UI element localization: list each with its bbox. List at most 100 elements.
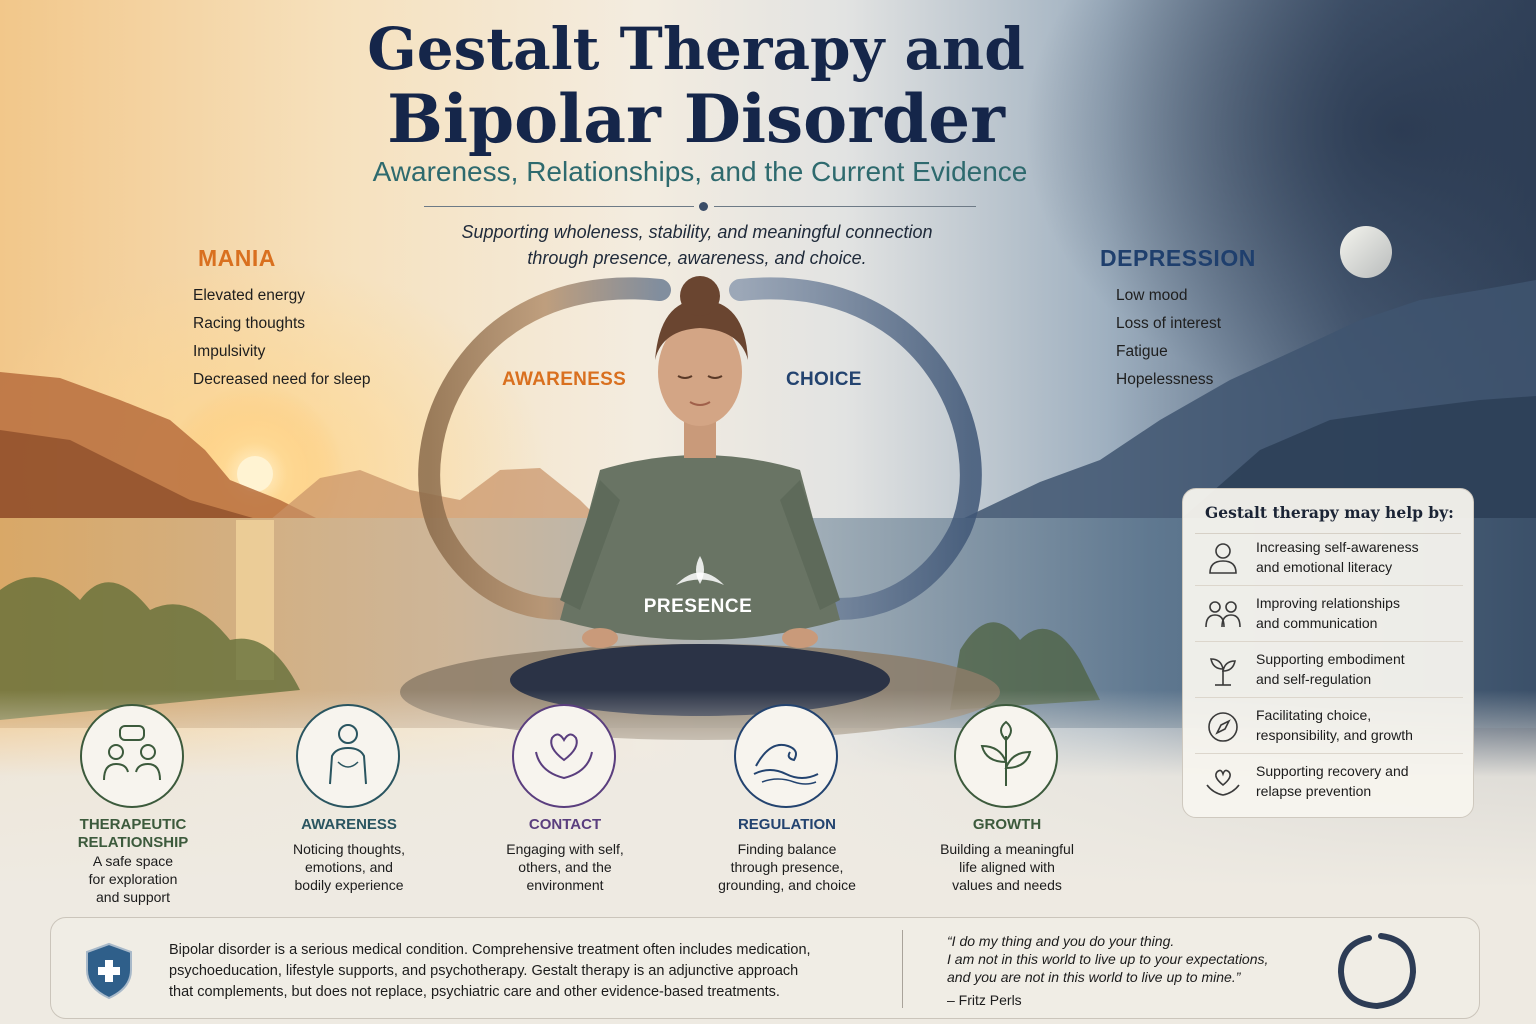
help-item-text: Facilitating choice, responsibility, and… <box>1256 705 1456 745</box>
pillar-icon-circle <box>954 704 1058 808</box>
pillar-description-line: for exploration <box>88 871 178 887</box>
help-item: Supporting recovery and relapse preventi… <box>1183 761 1475 817</box>
meditating-woman <box>510 276 890 716</box>
help-item-divider <box>1195 585 1463 586</box>
pillar-description-line: life aligned with <box>959 859 1055 875</box>
help-card: Gestalt therapy may help by: Increasing … <box>1182 488 1474 818</box>
help-item-line: and self-regulation <box>1256 671 1372 687</box>
pillar-description-line: through presence, <box>730 859 844 875</box>
mania-symptom: Racing thoughts <box>193 315 306 332</box>
sprout-icon <box>1210 658 1236 686</box>
help-item-divider <box>1195 641 1463 642</box>
help-item-line: relapse prevention <box>1256 783 1372 799</box>
left-foothills <box>0 430 260 540</box>
disclaimer-line: Bipolar disorder is a serious medical co… <box>169 942 811 958</box>
mania-heading: MANIA <box>198 245 276 271</box>
presence-label: PRESENCE <box>643 596 753 617</box>
help-item-line: and emotional literacy <box>1256 559 1393 575</box>
pillar-description: Finding balance through presence, ground… <box>687 840 887 894</box>
pillar-description-line: A safe space <box>92 853 174 869</box>
help-item-line: Supporting embodiment <box>1256 651 1405 667</box>
heart-hands-icon <box>1206 769 1240 796</box>
people-icon <box>1205 601 1241 628</box>
depression-symptom: Loss of interest <box>1116 315 1222 332</box>
pillar-description-line: bodily experience <box>294 877 404 893</box>
shield-cross-icon <box>86 942 132 1000</box>
awareness-ring-arc <box>418 277 671 620</box>
help-item-text: Supporting recovery and relapse preventi… <box>1256 761 1456 801</box>
choice-ring-arc <box>729 277 982 620</box>
help-item: Supporting embodiment and self-regulatio… <box>1183 649 1475 705</box>
help-item-line: Increasing self-awareness <box>1256 539 1419 555</box>
center-hills <box>270 468 600 520</box>
divider-left <box>424 206 694 207</box>
footer-divider <box>902 930 903 1008</box>
left-shrubs <box>0 577 300 720</box>
pillar-title: CONTACT <box>528 816 602 833</box>
help-item-divider <box>1195 753 1463 754</box>
pillar-title: GROWTH <box>972 816 1042 833</box>
compass-icon <box>1208 712 1238 742</box>
tagline-line1: Supporting wholeness, stability, and mea… <box>461 222 933 242</box>
tagline: Supporting wholeness, stability, and mea… <box>0 219 1394 271</box>
pillar-icon-circle <box>512 704 616 808</box>
pillar-description-line: and support <box>96 889 170 905</box>
pillar-description: A safe space for exploration and support <box>33 852 233 906</box>
page-subtitle: Awareness, Relationships, and the Curren… <box>372 156 1028 187</box>
depression-symptom-list: Low mood Loss of interest Fatigue Hopele… <box>1116 288 1221 400</box>
footer-card: Bipolar disorder is a serious medical co… <box>50 917 1480 1019</box>
depression-symptom: Fatigue <box>1116 343 1168 360</box>
pillar-description: Noticing thoughts, emotions, and bodily … <box>249 840 449 894</box>
disclaimer-text: Bipolar disorder is a serious medical co… <box>169 940 889 1003</box>
moon-icon <box>1340 226 1392 278</box>
help-card-divider <box>1195 533 1461 534</box>
perls-quote: “I do my thing and you do your thing. I … <box>947 932 1327 986</box>
depression-symptom: Low mood <box>1116 287 1188 304</box>
pillar-title: REGULATION <box>737 816 837 833</box>
divider-dot <box>699 202 708 211</box>
mania-symptom: Impulsivity <box>193 343 266 360</box>
help-item-divider <box>1195 697 1463 698</box>
pillar-icon-circle <box>296 704 400 808</box>
help-item: Increasing self-awareness and emotional … <box>1183 537 1475 593</box>
help-item-line: Facilitating choice, <box>1256 707 1372 723</box>
pillar-icon-circle <box>734 704 838 808</box>
mania-symptom: Elevated energy <box>193 287 306 304</box>
pillar-description-line: grounding, and choice <box>718 877 856 893</box>
choice-ring-label: CHOICE <box>786 369 862 390</box>
pillar-title: AWARENESS <box>301 816 397 833</box>
quote-line: “I do my thing and you do your thing. <box>947 933 1175 949</box>
help-item-text: Supporting embodiment and self-regulatio… <box>1256 649 1456 689</box>
help-item-line: Improving relationships <box>1256 595 1400 611</box>
leaf-icon <box>980 720 1032 786</box>
quote-line: and you are not in this world to live up… <box>947 969 1241 985</box>
sun-icon <box>237 456 273 492</box>
pillar-description-line: values and needs <box>952 877 1062 893</box>
pillar-title: THERAPEUTIC RELATIONSHIP <box>77 816 189 851</box>
page-title-line2: Bipolar Disorder <box>387 80 1005 158</box>
help-item-line: Supporting recovery and <box>1256 763 1409 779</box>
awareness-ring-label: AWARENESS <box>502 369 627 390</box>
pillar-description: Building a meaningful life aligned with … <box>907 840 1107 894</box>
pillar-description-line: others, and the <box>518 859 612 875</box>
wave-icon <box>753 744 819 785</box>
depression-symptom: Hopelessness <box>1116 371 1214 388</box>
page-title-line1: Gestalt Therapy and <box>367 15 1025 83</box>
person-icon <box>1209 543 1237 574</box>
help-item-text: Improving relationships and communicatio… <box>1256 593 1456 633</box>
pillar-description: Engaging with self, others, and the envi… <box>465 840 665 894</box>
enso-circle-icon <box>1337 933 1417 1010</box>
quote-line: I am not in this world to live up to you… <box>947 951 1269 967</box>
pillar-description-line: environment <box>526 877 604 893</box>
help-item-text: Increasing self-awareness and emotional … <box>1256 537 1456 577</box>
quote-author: – Fritz Perls <box>947 992 1022 1008</box>
pillar-description-line: Engaging with self, <box>506 841 624 857</box>
disclaimer-line: psychoeducation, lifestyle supports, and… <box>169 963 799 979</box>
help-item: Improving relationships and communicatio… <box>1183 593 1475 649</box>
help-item-line: and communication <box>1256 615 1378 631</box>
mania-symptom: Decreased need for sleep <box>193 371 371 388</box>
dialogue-icon <box>103 725 161 781</box>
help-card-title: Gestalt therapy may help by: <box>1205 503 1454 522</box>
help-item-line: responsibility, and growth <box>1256 727 1413 743</box>
heart-hands-icon <box>535 733 593 780</box>
